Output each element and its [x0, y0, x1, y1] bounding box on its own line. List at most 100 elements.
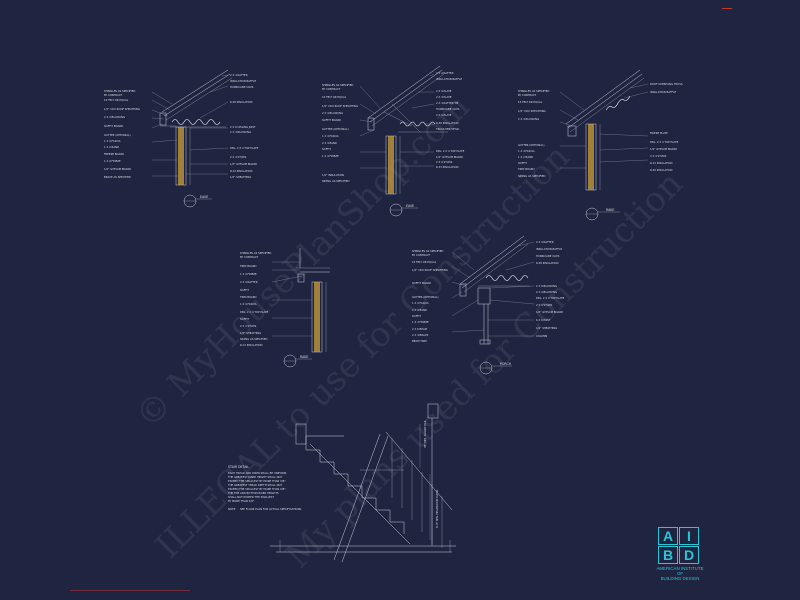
d1-label-6: GUTTER (OPTIONAL): [104, 133, 130, 137]
d2-label-5: SOFFIT BOARD: [322, 118, 341, 122]
d5-label-12: BEAM TRIM: [412, 339, 427, 343]
d2-rlabel-10: 1/2" GYPSUM BOARD: [436, 155, 463, 159]
d1-title: EAVE: [200, 195, 208, 199]
stair-title: STAIR DETAIL: [228, 465, 249, 469]
d3-label-7: 1 X 2 BAND: [518, 155, 533, 159]
logo-letter-a: A: [658, 527, 678, 545]
d5-rlabel-0: 2 X 4 RAFTER: [536, 240, 554, 244]
stair-note-5: THE TOP AND BOTTOM RISER HEIGHTS: [228, 491, 279, 495]
d3-title: RAKE: [606, 208, 614, 212]
logo-line-2: OF: [676, 571, 684, 576]
logo-letter-b: B: [658, 546, 678, 564]
d5-label-0: SHINGLES AS SPECIFIED: [412, 249, 443, 253]
d3-label-3: 1/2" CDX SHEATHING: [518, 109, 546, 113]
d3-label-8: SOFFIT: [518, 161, 527, 165]
d1-rlabel-0: 2 X 4 RAFTER: [230, 73, 248, 77]
d2-label-10: 1 X 4 FRIEZE: [322, 154, 339, 158]
d3-rlabel-0: ROOF OVERHANG TRUSS: [650, 82, 683, 86]
d1-rlabel-8: 1/2" GYPSUM BOARD: [230, 162, 257, 166]
d5-rlabel-4: 2 X 6 BLOCKING: [536, 284, 557, 288]
d4-label-7: 1 X 4 FASCIA: [240, 302, 257, 306]
d2-label-1: BY CONTRACT: [322, 87, 341, 91]
d5-rlabel-9: 6 X 6 POST: [536, 318, 551, 322]
d5-rlabel-3: R-38 INSULATION: [536, 261, 558, 265]
stair-note-2: EXCEED THE SMALLEST BY MORE THAN 3/8".: [228, 479, 286, 483]
d2-rlabel-12: R-13 INSULATION: [436, 165, 458, 169]
d5-label-1: BY CONTRACT: [412, 253, 431, 257]
d5-rlabel-7: 2 X 4 STUDS: [536, 303, 553, 307]
d5-rlabel-11: COLUMN: [536, 334, 547, 338]
stair-note-7: BY MORE THAN 3/8".: [228, 499, 255, 503]
d5-label-2: 15 FELT OR EQUAL: [412, 260, 437, 264]
d5-label-11: 2 X 4 BRACE: [412, 333, 429, 337]
d2-rlabel-1: INSULATION BAFFLE: [436, 77, 462, 81]
d3-label-9: TRIM BOARD: [518, 167, 535, 171]
d5-rlabel-6: DBL. 2 X 4 TOP PLATE: [536, 296, 565, 300]
d5-label-4: SOFFIT BOARD: [412, 281, 431, 285]
d1-label-3: 1/2" CDX ROOF SHEATHING: [104, 107, 140, 111]
d2-rlabel-5: HURRICANE CLIPS: [436, 107, 460, 111]
d1-label-1: BY CONTRACT: [104, 93, 123, 97]
detail-rake-4: SHINGLES AS SPECIFIED BY CONTRACT TRIM B…: [240, 248, 330, 368]
logo-letter-i: I: [679, 527, 699, 545]
d3-label-5: GUTTER (OPTIONAL): [518, 143, 544, 147]
d1-label-10: 1 X 4 FRIEZE: [104, 159, 121, 163]
d4-label-1: BY CONTRACT: [240, 255, 259, 259]
logo-line-1: AMERICAN INSTITUTE: [656, 566, 704, 571]
d4-label-4: 2 X 4 RAFTER: [240, 280, 258, 284]
d5-label-9: 1 X 4 FRIEZE: [412, 320, 429, 324]
d2-label-3: 1/2" CDX ROOF SHEATHING: [322, 104, 358, 108]
d4-label-12: SIDING AS SPECIFIED: [240, 337, 268, 341]
bottom-edge-mark: [70, 590, 190, 591]
d1-rlabel-10: 1/2" SHEATHING: [230, 175, 251, 179]
d2-label-6: GUTTER (OPTIONAL): [322, 127, 348, 131]
d2-label-2: 15 FELT OR EQUAL: [322, 95, 347, 99]
stair-note-4: EXCEED THE SMALLEST BY MORE THAN 3/8".: [228, 487, 286, 491]
d4-label-8: DBL. 2 X 4 TOP PLATE: [240, 310, 269, 314]
d1-rlabel-7: 2 X 4 STUDS: [230, 155, 247, 159]
d2-label-0: SHINGLES AS SPECIFIED: [322, 83, 353, 87]
d1-label-12: BRACE AS SPECIFIED: [104, 175, 131, 179]
logo-line-3: BUILDING DESIGN: [660, 576, 700, 581]
logo-letter-d: D: [679, 546, 699, 564]
d4-label-5: SOFFIT: [240, 288, 249, 292]
d2-rlabel-7: R-38 INSULATION: [436, 121, 458, 125]
d2-rlabel-3: 2 X 4 PLATE: [436, 95, 452, 99]
d1-rlabel-2: HURRICANE CLIPS: [230, 85, 254, 89]
d1-label-0: SHINGLES AS SPECIFIED: [104, 89, 135, 93]
d1-rlabel-9: R-13 INSULATION: [230, 169, 252, 173]
d2-rlabel-9: DBL. 2 X 4 TOP PLATE: [436, 149, 465, 153]
stair-dim-guardrail: 36" MIN. GUARD RAIL: [423, 420, 427, 448]
d2-label-8: 2 X 4 BAND: [322, 141, 337, 145]
d4-label-13: R-13 INSULATION: [240, 343, 262, 347]
d4-label-10: 2 X 4 STUDS: [240, 324, 257, 328]
detail-eave-1: SHINGLES AS SPECIFIED BY CONTRACT 15 FEL…: [104, 69, 259, 208]
d1-label-8: 1 X 2 BAND: [104, 145, 119, 149]
d2-rlabel-0: 2 X 4 RAFTER: [436, 71, 454, 75]
detail-eave-2: SHINGLES AS SPECIFIED BY CONTRACT 15 FEL…: [322, 65, 465, 217]
d3-rlabel-5: 2 X 4 STUDS: [650, 154, 667, 158]
aibd-logo: A I B D AMERICAN INSTITUTE OF BUILDING D…: [648, 523, 712, 585]
d3-rlabel-3: DBL. 2 X 4 TOP PLATE: [650, 140, 679, 144]
d4-label-3: 1 X 4 FRIEZE: [240, 272, 257, 276]
stair-note-3: THE GREATEST TREAD DEPTH SHALL NOT: [228, 483, 283, 487]
d5-label-8: SOFFIT: [412, 314, 421, 318]
d1-rlabel-1: INSULATION BAFFLE: [230, 79, 256, 83]
d5-label-6: 1 X 4 FASCIA: [412, 301, 429, 305]
d1-rlabel-4: 2 X 6 CEILING JOIST: [230, 125, 256, 129]
d3-label-2: 15 FELT OR EQUAL: [518, 100, 543, 104]
d2-rlabel-8: TRUSS PER MFGR.: [436, 127, 460, 131]
d5-rlabel-1: INSULATION BAFFLE: [536, 247, 562, 251]
d5-rlabel-8: 1/2" GYPSUM BOARD: [536, 310, 563, 314]
d2-label-11: 1/2" INSULATION: [322, 173, 344, 177]
detail-porch-5: SHINGLES AS SPECIFIED BY CONTRACT 15 FEL…: [412, 235, 565, 375]
d5-title: PORCH: [500, 362, 512, 366]
d5-rlabel-2: HURRICANE CLIPS: [536, 254, 560, 258]
d3-rlabel-4: 1/2" GYPSUM BOARD: [650, 147, 677, 151]
d4-label-6: TRIM BOARD: [240, 295, 257, 299]
stair-note-0: EACH TREAD AND RISER SHALL BE UNIFORM,: [228, 471, 287, 475]
leaders: [151, 74, 229, 177]
d5-label-7: 2 X 4 BAND: [412, 308, 427, 312]
d3-label-4: 2 X 4 BLOCKING: [518, 117, 539, 121]
